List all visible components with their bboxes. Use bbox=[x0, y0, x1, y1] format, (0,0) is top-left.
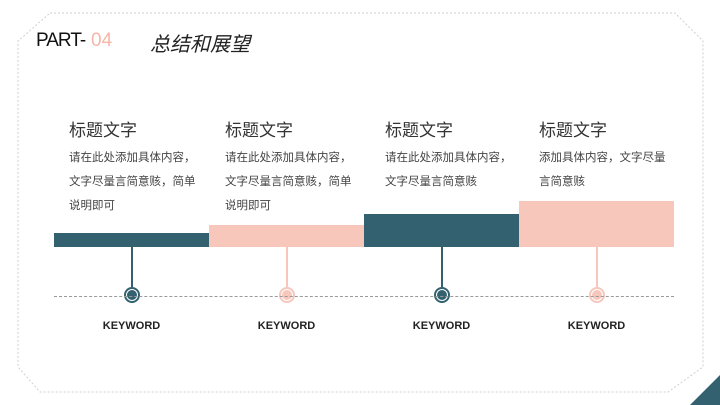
timeline-stem-3 bbox=[440, 247, 443, 287]
timeline-node-dot-4 bbox=[591, 290, 602, 300]
timeline-stem-1 bbox=[130, 247, 133, 287]
timeline-bar-1 bbox=[54, 233, 209, 247]
column-keyword-3: KEYWORD bbox=[412, 320, 471, 332]
timeline-node-3 bbox=[433, 287, 450, 303]
part-label: PART- bbox=[36, 30, 86, 51]
timeline-node-dot-2 bbox=[281, 290, 292, 300]
timeline-stem-4 bbox=[595, 247, 598, 287]
part-number: 04 bbox=[91, 30, 113, 51]
column-title-4: 标题文字 bbox=[539, 121, 607, 141]
column-description-1: 请在此处添加具体内容，文字尽量言简意赅，简单说明即可 bbox=[69, 150, 196, 212]
column-title-3: 标题文字 bbox=[385, 121, 453, 141]
corner-accent bbox=[690, 375, 720, 405]
timeline-node-2 bbox=[278, 287, 295, 303]
timeline-bar-3 bbox=[364, 214, 519, 247]
column-description-2: 请在此处添加具体内容，文字尽量言简意赅，简单说明即可 bbox=[225, 150, 352, 212]
column-description-3: 请在此处添加具体内容，文字尽量言简意赅 bbox=[385, 150, 512, 188]
timeline-node-dot-3 bbox=[436, 290, 447, 300]
timeline-node-dot-1 bbox=[126, 290, 137, 300]
column-keyword-4: KEYWORD bbox=[567, 320, 626, 332]
column-keyword-2: KEYWORD bbox=[257, 320, 316, 332]
timeline-bar-4 bbox=[519, 201, 674, 247]
timeline-node-1 bbox=[123, 287, 140, 303]
timeline-baseline bbox=[54, 296, 674, 297]
column-description-4: 添加具体内容，文字尽量言简意赅 bbox=[539, 150, 666, 188]
column-title-1: 标题文字 bbox=[69, 121, 137, 141]
frame-border bbox=[17, 12, 704, 393]
column-title-2: 标题文字 bbox=[225, 121, 293, 141]
column-keyword-1: KEYWORD bbox=[102, 320, 161, 332]
timeline-node-4 bbox=[588, 287, 605, 303]
timeline-stem-2 bbox=[285, 247, 288, 287]
timeline-bar-2 bbox=[209, 225, 364, 247]
section-title: 总结和展望 bbox=[150, 32, 250, 56]
